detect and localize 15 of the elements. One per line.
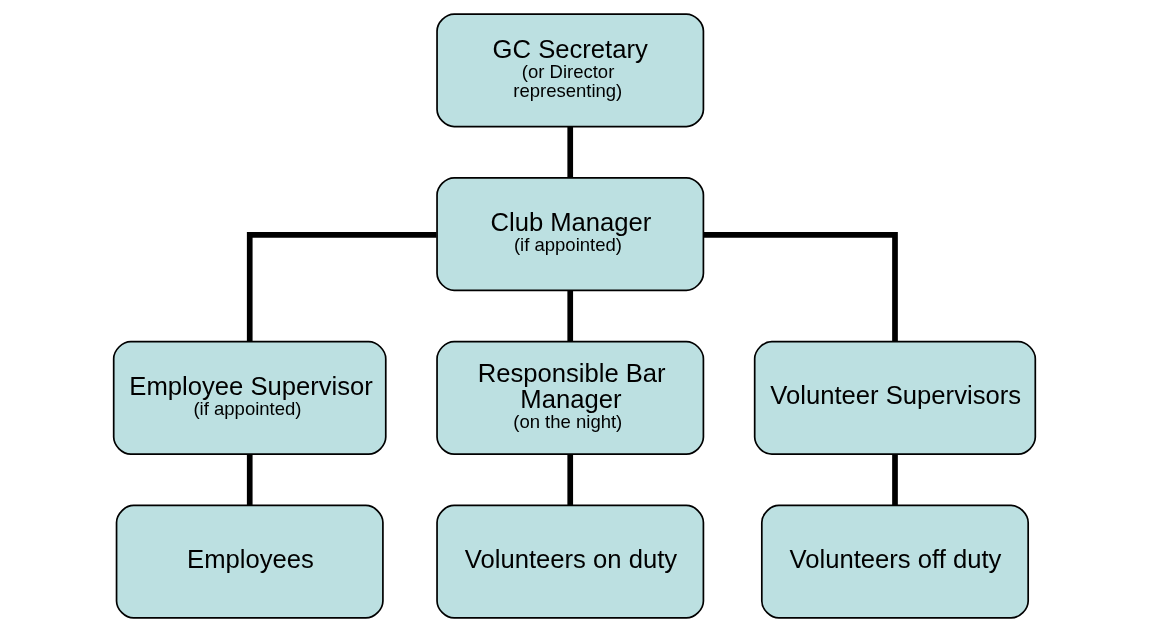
node-box: Employee Supervisor (if appointed) [112, 340, 387, 456]
connector [246, 231, 437, 342]
node-box: Volunteer Supervisors [753, 340, 1037, 456]
node-box: Club Manager (if appointed) [436, 176, 705, 292]
connector [567, 454, 574, 506]
connector [892, 454, 898, 506]
connector [703, 231, 898, 342]
node-box: Employees [115, 504, 384, 619]
connector [567, 290, 574, 342]
node-box: Volunteers off duty [760, 504, 1030, 619]
connector [246, 454, 253, 506]
node-box: Volunteers on duty [436, 504, 705, 619]
node-box: Responsible Bar Manager (on the night) [436, 340, 705, 456]
node-box: GC Secretary (or Director representing) [436, 13, 705, 128]
connector [567, 126, 574, 178]
